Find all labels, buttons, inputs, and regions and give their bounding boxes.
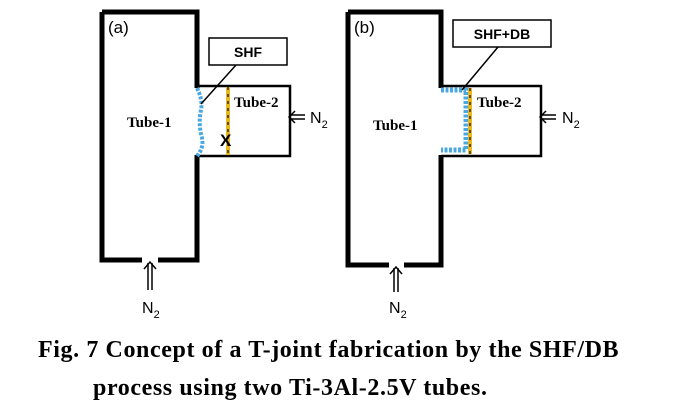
panel-b-bottom-gas-label: N2 xyxy=(389,300,407,321)
panel-a-callout-label: SHF xyxy=(234,44,262,60)
panel-b-tube-1-outline xyxy=(345,9,444,268)
panel-a-x-mark: X xyxy=(220,131,232,150)
panel-b-side-gas-arrow xyxy=(538,110,556,124)
panel-b-side-gas-label: N2 xyxy=(562,110,580,131)
panel-b-tube-1-label: Tube-1 xyxy=(373,118,417,134)
panel-a-side-gas-label: N2 xyxy=(310,110,328,131)
panel-a: X (a) SHF Tube-1 Tube-2 N2 N2 xyxy=(99,9,328,321)
panel-b-tube-2-outline xyxy=(441,84,543,158)
panel-a-tag: (a) xyxy=(108,18,129,37)
panel-b-callout-label: SHF+DB xyxy=(474,26,530,42)
panel-b-callout-leader xyxy=(461,46,499,91)
panel-a-shf-formed-wall xyxy=(195,87,205,158)
panel-a-callout-leader xyxy=(200,64,237,105)
panel-b-shf-db-formed-wall xyxy=(441,87,469,153)
caption-line-1: Fig. 7 Concept of a T-joint fabrication … xyxy=(38,337,620,363)
panel-a-tube-1-outline xyxy=(99,9,200,263)
panel-a-side-gas-arrow xyxy=(287,110,305,124)
panel-a-bottom-gas-arrow xyxy=(143,260,157,290)
panel-b-tag: (b) xyxy=(354,18,375,37)
panel-b-bottom-gas-arrow xyxy=(389,265,403,292)
panel-b-tube-2-label: Tube-2 xyxy=(477,95,521,111)
panel-b: (b) SHF+DB Tube-1 Tube-2 N2 N2 xyxy=(345,9,580,321)
panel-a-tube-2-label: Tube-2 xyxy=(234,95,278,111)
panel-a-tube-1-label: Tube-1 xyxy=(127,115,171,131)
panel-a-tube-2-outline xyxy=(197,84,292,158)
panel-b-callout-box xyxy=(452,19,552,48)
caption-line-2: process using two Ti-3Al-2.5V tubes. xyxy=(93,375,488,401)
panel-a-callout-box xyxy=(208,37,288,66)
panel-a-bottom-gas-label: N2 xyxy=(142,300,160,321)
